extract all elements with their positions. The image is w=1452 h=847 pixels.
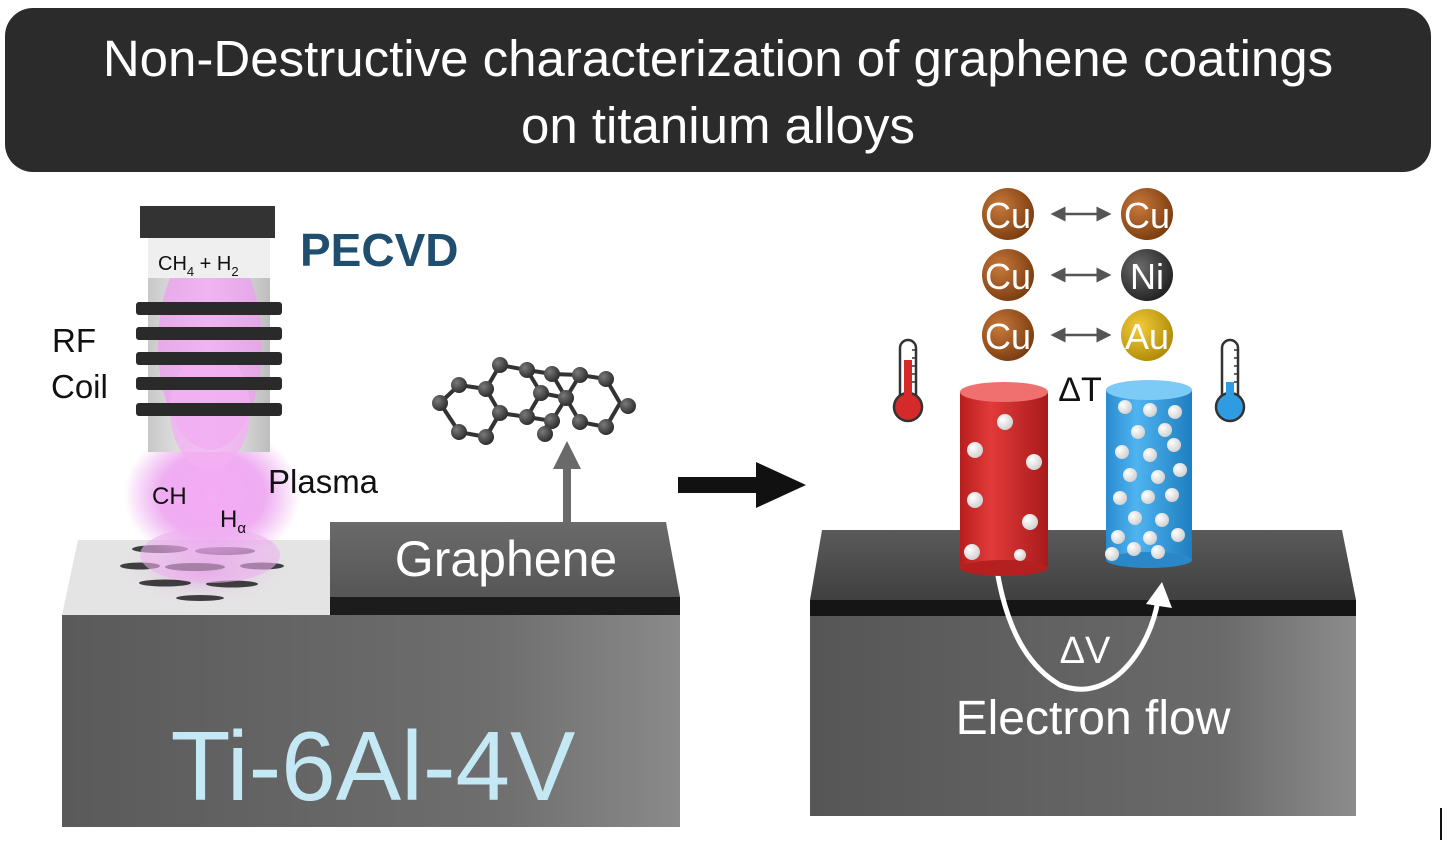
delta-v-label: ΔV [1060,630,1111,672]
cold-probe-electrons [1105,400,1187,561]
rf-label: RF [52,322,96,359]
species-ch-label: CH [152,483,187,510]
gas-inlet-label: CH4 + H2 [158,253,239,279]
arrow-right-icon [678,462,806,508]
metal-right-label: Ni [1130,256,1164,297]
metal-pair-row: Cu Ni [982,249,1173,301]
metal-left-label: Cu [985,195,1031,236]
thermometer-cold-icon [1214,338,1246,423]
title-line-1: Non-Destructive characterization of grap… [103,30,1333,87]
metal-left-label: Cu [985,256,1031,297]
title-line-2: on titanium alloys [521,97,915,154]
edge-mark [1440,808,1442,840]
hot-probe-electrons [964,414,1042,561]
cold-probe [1105,380,1192,568]
metal-pair-row: Cu Au [982,309,1173,361]
graphene-label: Graphene [395,531,617,587]
metal-pairs: Cu Cu Cu Ni Cu Au [982,188,1173,361]
metal-right-label: Au [1125,316,1169,357]
graphene-molecule-icon [432,357,636,445]
rf-coil [136,302,282,416]
hot-probe [960,382,1048,576]
electron-flow-label: Electron flow [956,692,1231,745]
right-substrate: Electron flow ΔV [810,530,1356,816]
ti-alloy-label: Ti-6Al-4V [171,711,576,821]
species-h-label: Hα [220,506,246,537]
delta-t-label: ΔT [1058,371,1101,409]
metal-right-label: Cu [1124,195,1170,236]
title-banner: Non-Destructive characterization of grap… [5,8,1431,172]
pecvd-label: PECVD [300,224,458,276]
plasma-label: Plasma [268,463,379,500]
left-substrate: Ti-6Al-4V Graphene [62,522,680,827]
arrow-up-icon [553,441,581,524]
pecvd-reactor: CH4 + H2 PECVD RF Coil Plasma CH Hα [51,206,458,583]
plasma-plume [124,425,300,565]
metal-left-label: Cu [985,316,1031,357]
metal-pair-row: Cu Cu [982,188,1173,240]
thermometer-hot-icon [892,338,924,423]
coil-label: Coil [51,368,108,405]
